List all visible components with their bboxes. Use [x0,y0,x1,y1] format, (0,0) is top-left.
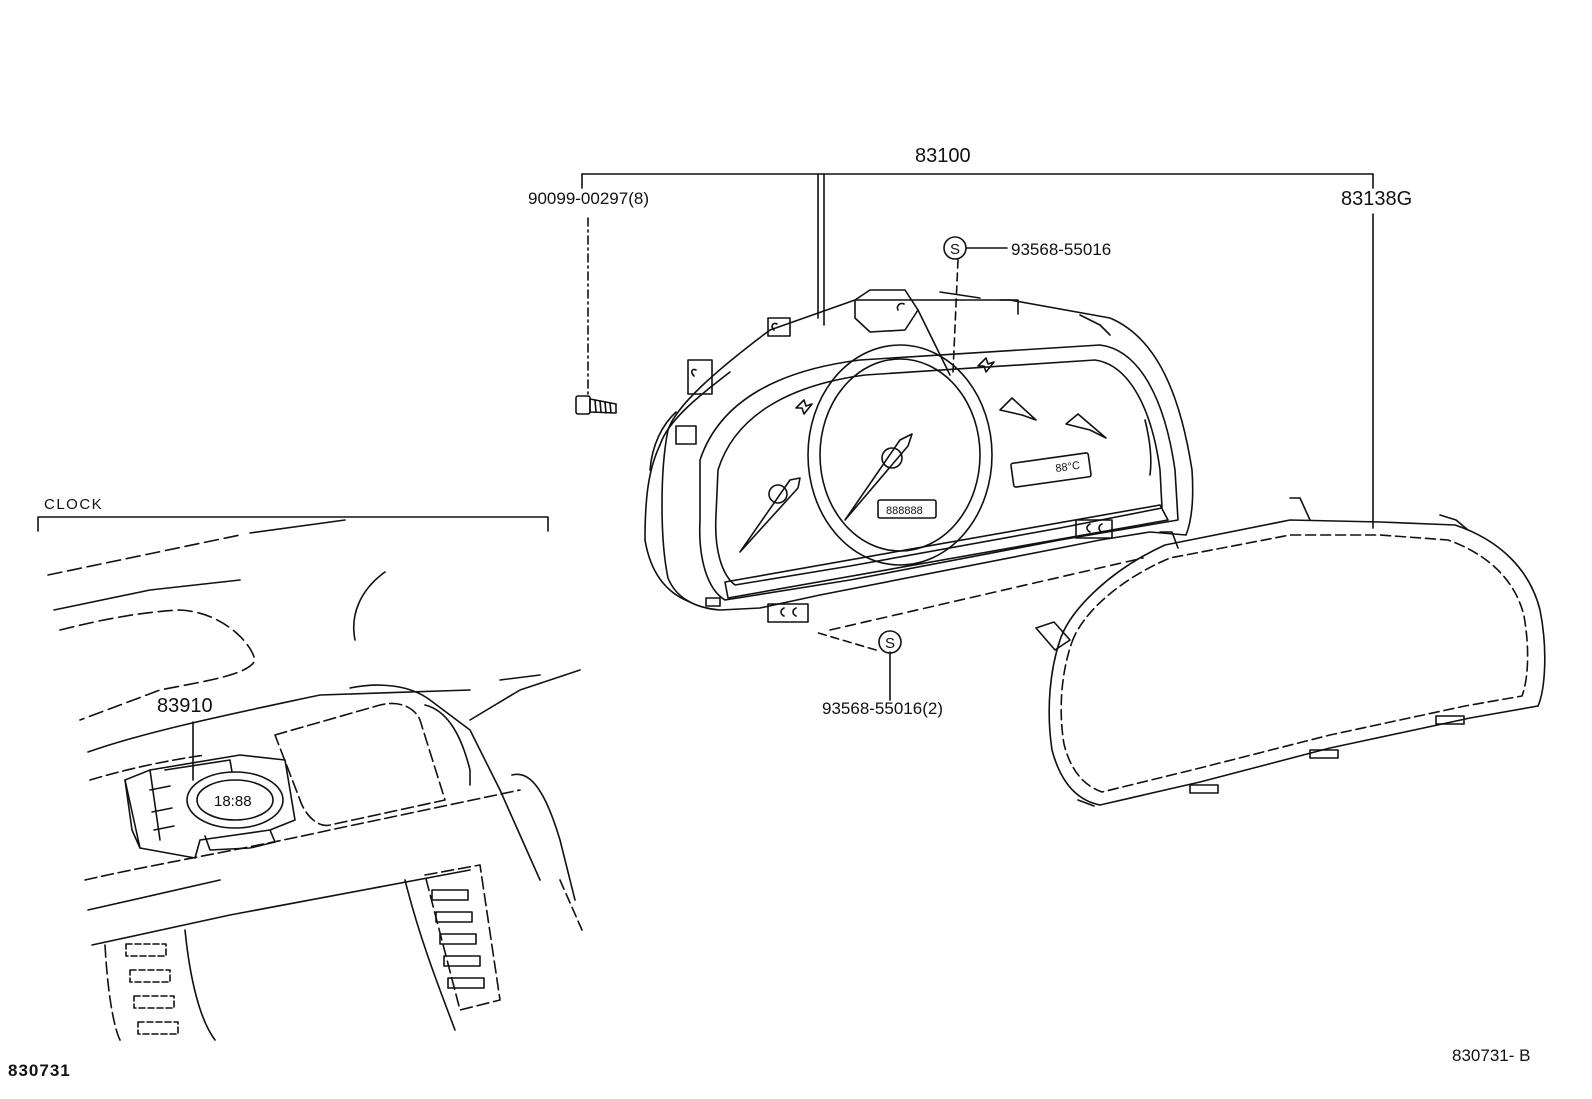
odometer-display: 888888 [886,505,923,517]
temperature-display: 88°C [1055,460,1081,475]
s-marker-top-letter: S [950,241,960,258]
s-marker-bottom [878,630,902,654]
label-clock-part: 83910 [157,695,213,717]
clock-section [37,516,583,1041]
label-screw: 90099-00297(8) [528,189,649,208]
label-assembly: 83100 [915,145,971,167]
label-clock-section: CLOCK [44,496,103,513]
clock-display-time: 18:88 [214,793,252,810]
combination-meter [644,289,1194,623]
figure-code-left: 830731 [8,1061,71,1080]
label-bulb-top: 93568-55016 [1011,240,1111,259]
label-glass: 83138G [1341,188,1412,210]
meter-glass [1035,497,1546,807]
leader-lines [192,173,1374,781]
label-bulb-bottom: 93568-55016(2) [822,699,943,718]
s-marker-top [943,236,967,260]
figure-code-right: 830731- B [1452,1046,1530,1065]
s-marker-bottom-letter: S [885,635,895,652]
screw-icon [575,395,617,415]
